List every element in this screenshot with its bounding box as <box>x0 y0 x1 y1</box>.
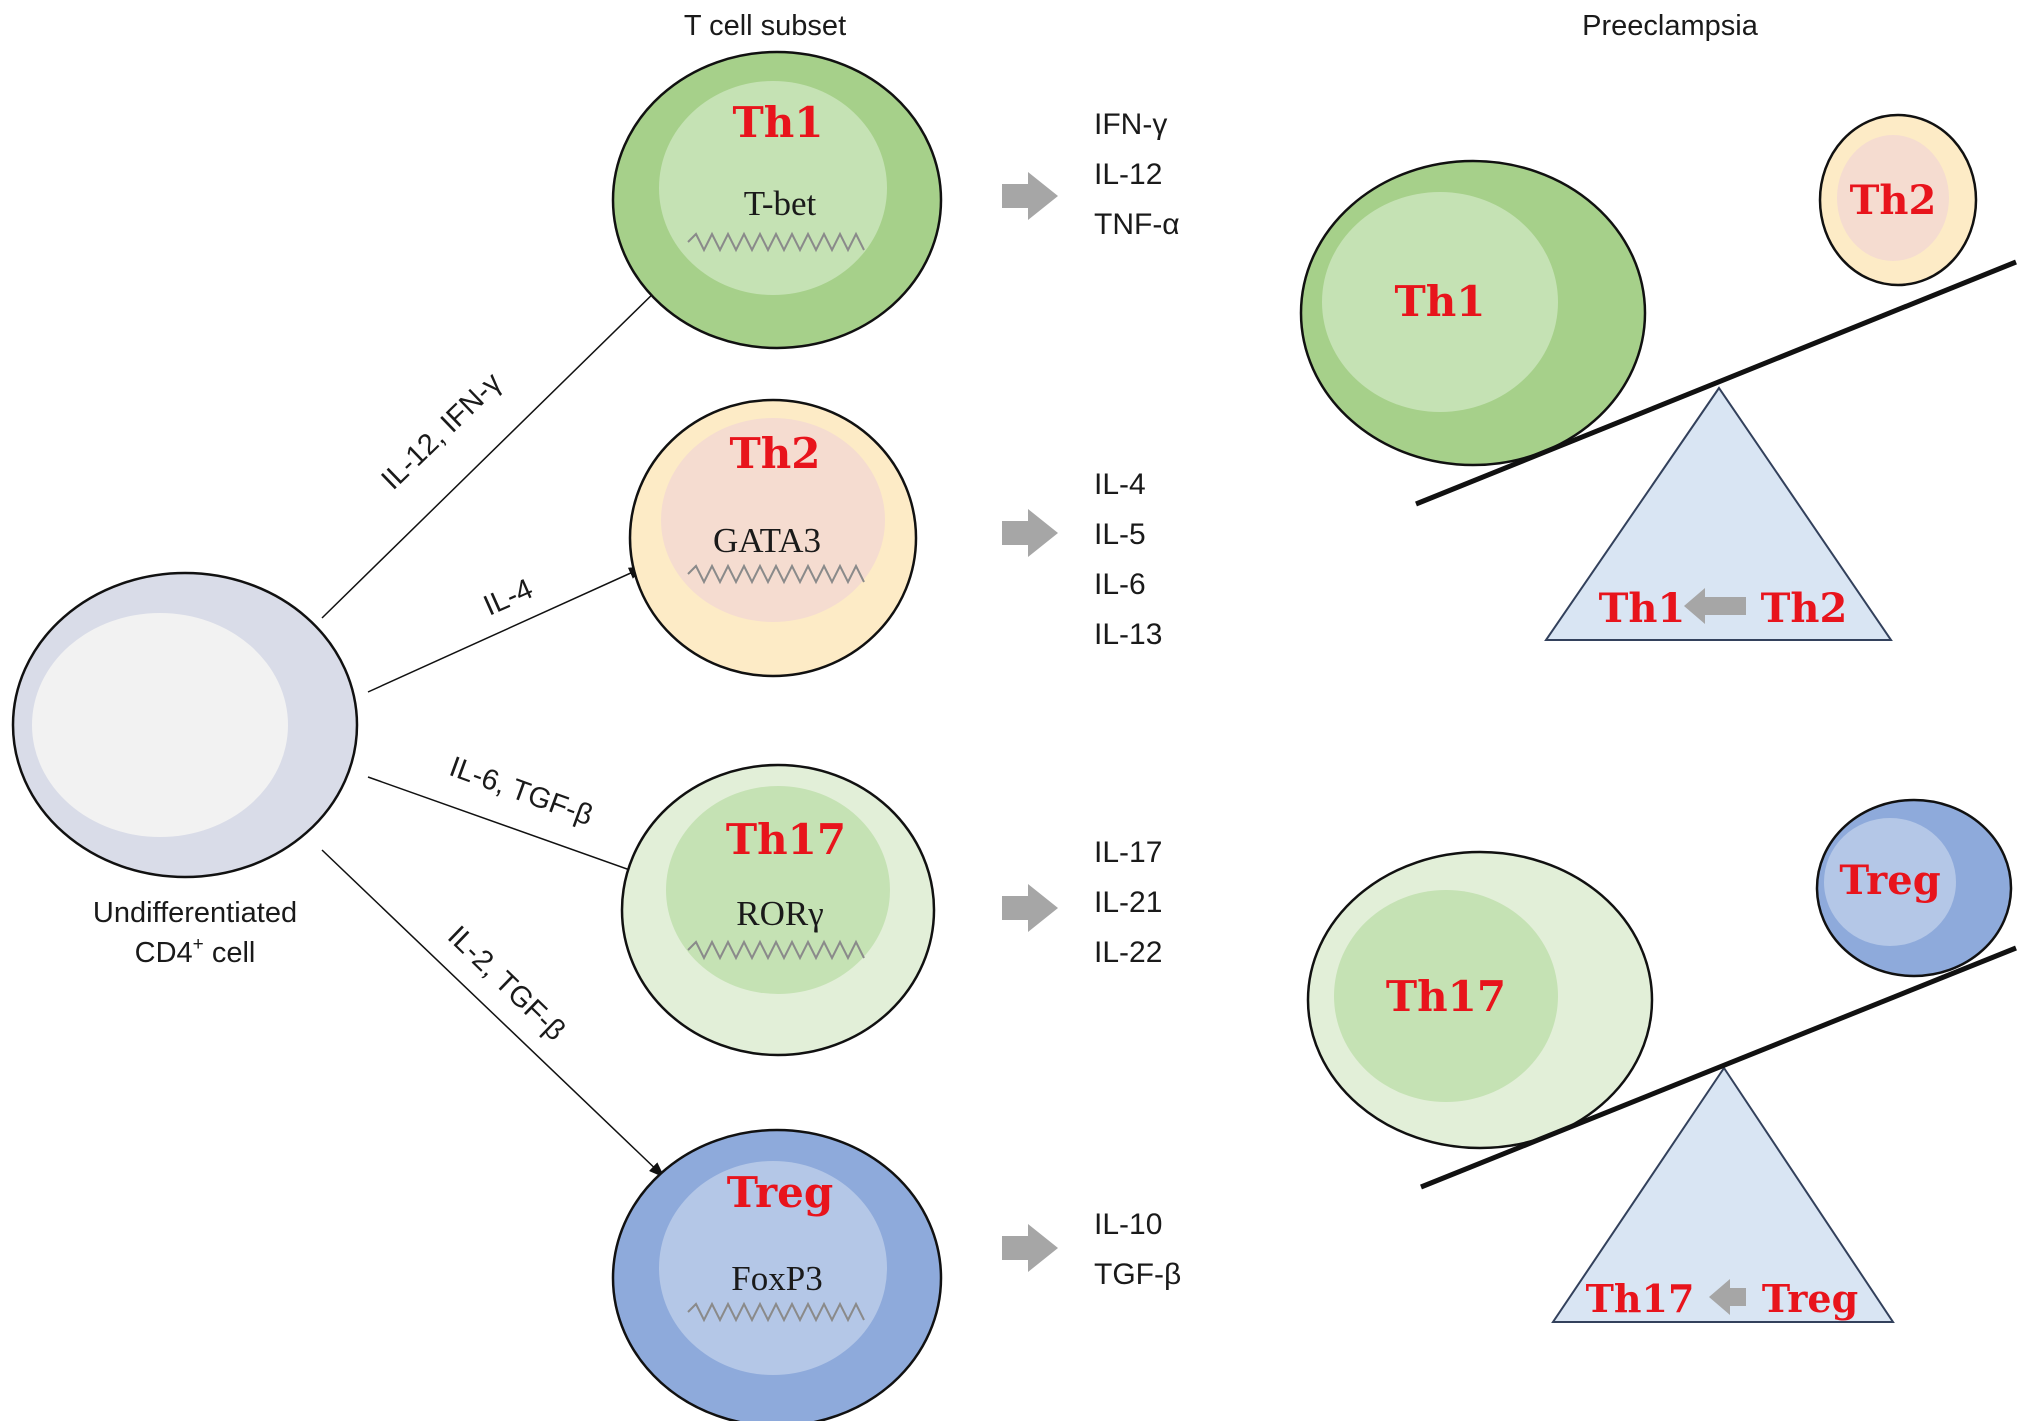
signal-label-th17: IL-6, TGF-β <box>445 751 597 832</box>
balance2-light-label: Treg <box>1839 857 1940 904</box>
cytokine-item: IL-6 <box>1094 568 1146 601</box>
balance2-heavy-label: Th17 <box>1386 972 1506 1021</box>
arrow-to-treg <box>321 849 665 1178</box>
secretion-arrow-treg <box>1002 1224 1058 1272</box>
shift-arrow-icon <box>1709 1279 1746 1315</box>
balance-beam <box>1420 945 2017 1190</box>
treg-cell-label: Treg <box>727 1168 833 1217</box>
arrow-to-th17 <box>367 776 645 876</box>
cytokine-item: TNF-α <box>1094 208 1180 241</box>
th1-transcription-factor: T-bet <box>744 184 817 223</box>
balance-beam <box>1415 259 2017 507</box>
th1-cell-label: Th1 <box>732 98 823 147</box>
cytokines-th2: IL-4 IL-5 IL-6 IL-13 <box>1094 468 1162 651</box>
cytokines-treg: IL-10 TGF-β <box>1094 1208 1181 1291</box>
cytokine-item: IL-13 <box>1094 618 1162 651</box>
cytokine-item: IL-21 <box>1094 886 1162 919</box>
th2-cell-label: Th2 <box>729 429 820 478</box>
naive-cell-label-line1: Undifferentiated <box>93 897 297 929</box>
treg-transcription-factor: FoxP3 <box>731 1259 822 1298</box>
cytokine-item: IL-4 <box>1094 468 1146 501</box>
th17-transcription-factor: RORγ <box>736 894 823 933</box>
balance2-shift-to: Th17 <box>1586 1276 1695 1321</box>
fulcrum-triangle <box>1544 386 1893 641</box>
balance1-light-label: Th2 <box>1850 177 1937 224</box>
balance1-shift-from: Th2 <box>1761 585 1848 632</box>
cytokine-item: IL-5 <box>1094 518 1146 551</box>
th17-cell <box>620 763 936 1057</box>
signal-label-th1: IL-12, IFN-γ <box>376 367 509 497</box>
fulcrum-triangle <box>1551 1066 1895 1323</box>
header-t-cell-subset: T cell subset <box>684 10 846 42</box>
cytokines-th17: IL-17 IL-21 IL-22 <box>1094 836 1162 969</box>
header-preeclampsia: Preeclampsia <box>1582 10 1759 42</box>
cytokines-th1: IFN-γ IL-12 TNF-α <box>1094 108 1180 241</box>
naive-cell-label-line2: CD4+ cell <box>135 934 256 969</box>
treg-cell <box>611 1128 943 1421</box>
th17-cell-label: Th17 <box>726 815 846 864</box>
cytokine-item: IL-10 <box>1094 1208 1162 1241</box>
balance-th1-th2 <box>1299 113 2017 641</box>
balance2-shift-from: Treg <box>1762 1276 1858 1321</box>
arrow-to-th2 <box>367 566 645 693</box>
th2-cell <box>628 398 918 678</box>
naive-cd4-cell <box>11 571 359 879</box>
secretion-arrow-th17 <box>1002 884 1058 932</box>
secretion-arrow-th2 <box>1002 509 1058 557</box>
cytokine-item: IL-22 <box>1094 936 1162 969</box>
signal-label-th2: IL-4 <box>479 573 538 623</box>
th1-cell <box>611 50 943 350</box>
shift-arrow-icon <box>1684 588 1746 624</box>
balance-th17-treg <box>1306 798 2017 1323</box>
balance1-heavy-label: Th1 <box>1394 277 1485 326</box>
th2-transcription-factor: GATA3 <box>713 521 821 560</box>
arrow-to-th1 <box>321 282 665 619</box>
cytokine-item: TGF-β <box>1094 1258 1181 1291</box>
cytokine-item: IFN-γ <box>1094 108 1167 141</box>
secretion-arrow-th1 <box>1002 172 1058 220</box>
balance1-shift-to: Th1 <box>1599 585 1686 632</box>
cytokine-item: IL-12 <box>1094 158 1162 191</box>
cytokine-item: IL-17 <box>1094 836 1162 869</box>
